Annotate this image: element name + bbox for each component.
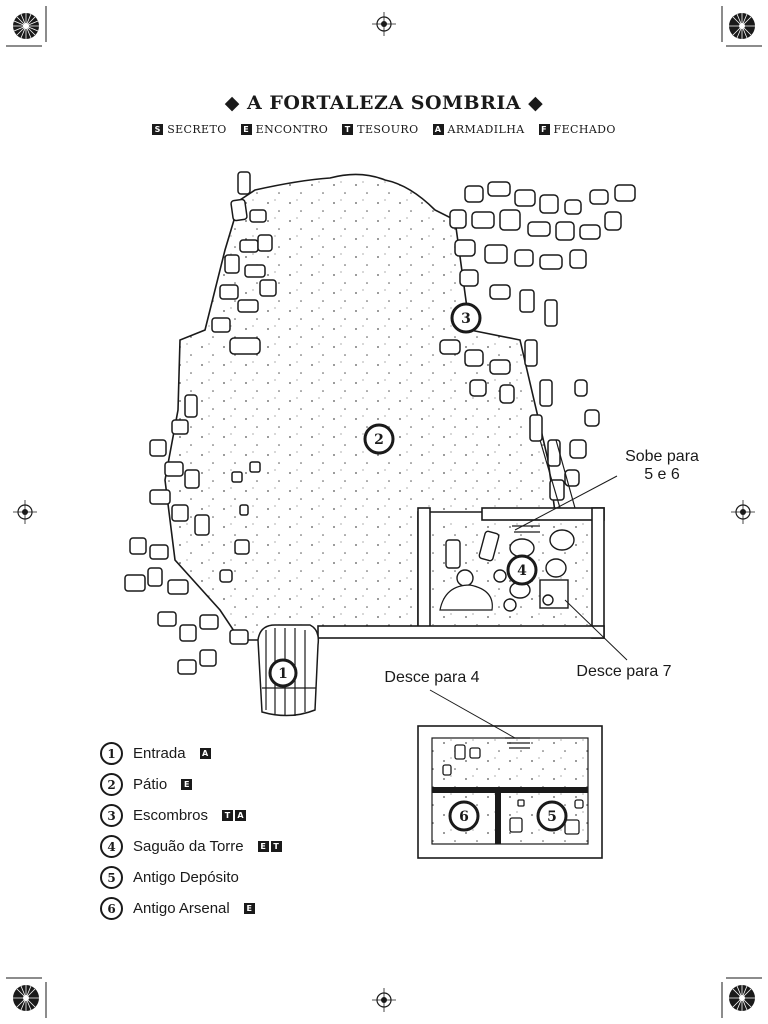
callout-down-4: Desce para 4 <box>376 669 488 687</box>
tag-icon: E <box>181 779 193 790</box>
key-row-2: 2 Pátio E <box>100 769 360 800</box>
marker-5-label: 5 <box>547 809 557 825</box>
key-row-1: 1 Entrada A <box>100 738 360 769</box>
marker-1-label: 1 <box>278 666 288 682</box>
crosshair-right <box>731 500 755 524</box>
legend-label: SECRETO <box>167 123 227 136</box>
marker-2-label: 2 <box>374 432 384 448</box>
page-title: ◆ A FORTALEZA SOMBRIA ◆ <box>0 92 768 114</box>
room-number-badge: 6 <box>100 897 123 920</box>
tag-icon: E <box>243 903 255 914</box>
registration-mark-top-right <box>721 6 762 47</box>
title-text: A FORTALEZA SOMBRIA <box>246 92 522 114</box>
marker-4: 4 <box>506 554 538 586</box>
callout-up-line2: 5 e 6 <box>644 466 680 483</box>
marker-1: 1 <box>268 658 298 688</box>
tag-icon: S <box>152 124 164 135</box>
room-number-badge: 5 <box>100 866 123 889</box>
key-row-6: 6 Antigo Arsenal E <box>100 893 360 924</box>
tag-icon: E <box>257 841 269 852</box>
room-name: Escombros <box>133 807 209 824</box>
room-name: Pátio <box>133 776 168 793</box>
room-number-badge: 3 <box>100 804 123 827</box>
marker-5: 5 <box>536 800 568 832</box>
key-row-5: 5 Antigo Depósito <box>100 862 360 893</box>
marker-3-label: 3 <box>461 311 471 327</box>
room-number-badge: 1 <box>100 742 123 765</box>
room-name: Entrada <box>133 745 186 762</box>
map-markers: 1 2 3 4 5 6 <box>268 302 568 832</box>
tag-icon: E <box>240 124 252 135</box>
marker-6-label: 6 <box>459 809 469 825</box>
crosshair-bottom <box>372 988 396 1012</box>
marker-3: 3 <box>450 302 482 334</box>
registration-mark-top-left <box>6 6 47 47</box>
registration-mark-bottom-right <box>721 977 762 1018</box>
room-name: Saguão da Torre <box>133 838 244 855</box>
crosshair-top <box>372 12 396 36</box>
tag-icon: F <box>538 124 550 135</box>
crosshair-left <box>13 500 37 524</box>
legend-label: ENCONTRO <box>255 123 329 136</box>
diamond-icon: ◆ <box>224 92 247 114</box>
callout-down-7: Desce para 7 <box>568 663 680 681</box>
room-number-badge: 4 <box>100 835 123 858</box>
registration-mark-bottom-left <box>6 977 47 1018</box>
diamond-icon: ◆ <box>521 92 544 114</box>
tag-icon: T <box>342 124 354 135</box>
legend-label: ARMADILHA <box>447 123 525 136</box>
tag-icon: A <box>235 810 247 821</box>
legend-label: FECHADO <box>553 123 616 136</box>
legend-label: TESOURO <box>357 123 419 136</box>
tag-icon: T <box>270 841 282 852</box>
room-number-badge: 2 <box>100 773 123 796</box>
callout-up-line1: Sobe para <box>625 448 699 465</box>
callout-up: Sobe para 5 e 6 <box>612 448 712 484</box>
marker-4-label: 4 <box>517 563 527 579</box>
tag-icon: A <box>199 748 211 759</box>
tag-icon: A <box>432 124 444 135</box>
callout-down-4-text: Desce para 4 <box>384 669 480 686</box>
marker-6: 6 <box>448 800 480 832</box>
room-name: Antigo Arsenal <box>133 900 230 917</box>
tag-icon: T <box>222 810 234 821</box>
callout-down-7-text: Desce para 7 <box>576 663 672 680</box>
marker-2: 2 <box>363 423 395 455</box>
room-name: Antigo Depósito <box>133 869 239 886</box>
